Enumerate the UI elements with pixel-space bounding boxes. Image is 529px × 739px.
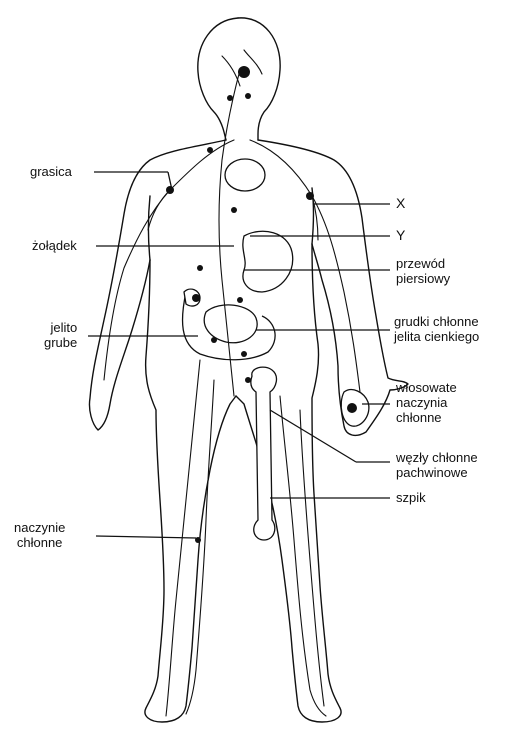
label-zoladek: żołądek <box>32 238 77 253</box>
label-wlosowate-naczynia: włosowate naczynia chłonne <box>396 380 457 425</box>
label-naczynie-chlonne: naczynie chłonne <box>14 520 65 550</box>
label-x: X <box>396 196 405 211</box>
label-y: Y <box>396 228 405 243</box>
label-szpik: szpik <box>396 490 426 505</box>
label-wezly-chlonne: węzły chłonne pachwinowe <box>396 450 478 480</box>
femur-bone <box>251 367 277 540</box>
stomach <box>243 231 293 292</box>
heart <box>225 159 265 191</box>
label-grasica: grasica <box>30 164 72 179</box>
organs <box>183 159 369 540</box>
label-grudki-chlonne: grudki chłonne jelita cienkiego <box>394 314 479 344</box>
label-przewod-piersiowy: przewód piersiowy <box>396 256 450 286</box>
body-outline <box>89 18 408 722</box>
lymph-vessels <box>104 50 360 716</box>
label-jelito-grube: jelito grube <box>44 320 77 350</box>
